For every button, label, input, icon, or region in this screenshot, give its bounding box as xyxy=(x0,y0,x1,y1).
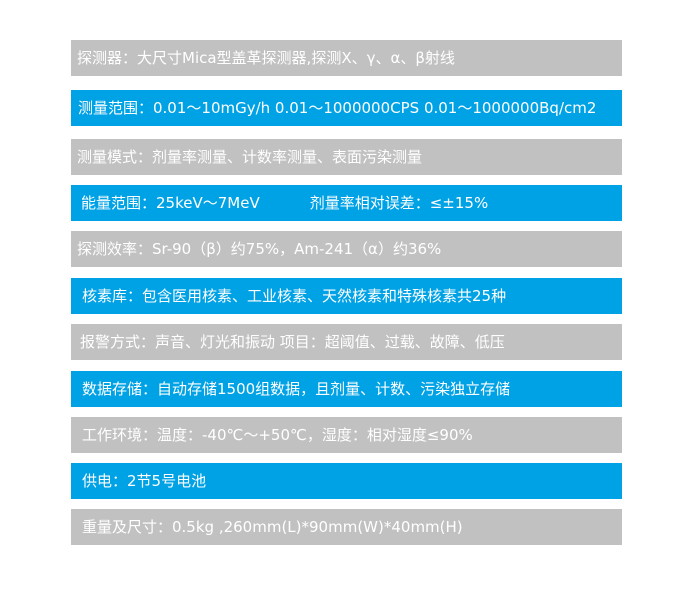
spec-text: 数据存储：自动存储1500组数据，且剂量、计数、污染独立存储 xyxy=(82,380,511,398)
spec-text: 工作环境：温度：-40℃～+50℃，湿度：相对湿度≤90% xyxy=(82,426,473,444)
spec-nuclide-library: 核素库：包含医用核素、工业核素、天然核素和特殊核素共25种 xyxy=(71,278,622,314)
spec-measurement-mode: 测量模式：剂量率测量、计数率测量、表面污染测量 xyxy=(71,139,622,175)
spec-power: 供电：2节5号电池 xyxy=(71,463,622,499)
spec-environment: 工作环境：温度：-40℃～+50℃，湿度：相对湿度≤90% xyxy=(71,417,622,453)
spec-detection-efficiency: 探测效率：Sr-90（β）约75%，Am-241（α）约36% xyxy=(71,231,622,267)
spec-text: 探测效率：Sr-90（β）约75%，Am-241（α）约36% xyxy=(77,240,442,258)
spec-text: 探测器：大尺寸Mica型盖革探测器,探测X、γ、α、β射线 xyxy=(77,49,455,67)
spec-text: 重量及尺寸：0.5kg ,260mm(L)*90mm(W)*40mm(H) xyxy=(82,518,463,536)
spec-text-error: 剂量率相对误差：≤±15% xyxy=(309,194,489,212)
spec-weight-size: 重量及尺寸：0.5kg ,260mm(L)*90mm(W)*40mm(H) xyxy=(71,509,622,545)
spec-detector: 探测器：大尺寸Mica型盖革探测器,探测X、γ、α、β射线 xyxy=(71,40,622,76)
spec-energy-range: 能量范围：25keV～7MeV 剂量率相对误差：≤±15% xyxy=(71,185,622,221)
spec-text: 核素库：包含医用核素、工业核素、天然核素和特殊核素共25种 xyxy=(82,287,507,305)
spec-text: 能量范围：25keV～7MeV xyxy=(81,194,260,212)
spec-measurement-range: 测量范围：0.01～10mGy/h 0.01～1000000CPS 0.01～1… xyxy=(71,90,622,126)
spec-text: 测量范围：0.01～10mGy/h 0.01～1000000CPS 0.01～1… xyxy=(78,99,597,117)
spec-text: 报警方式：声音、灯光和振动 项目：超阈值、过载、故障、低压 xyxy=(80,333,505,351)
spec-text: 测量模式：剂量率测量、计数率测量、表面污染测量 xyxy=(77,148,423,166)
spec-data-storage: 数据存储：自动存储1500组数据，且剂量、计数、污染独立存储 xyxy=(71,371,622,407)
spec-text: 供电：2节5号电池 xyxy=(82,472,207,490)
spec-alarm: 报警方式：声音、灯光和振动 项目：超阈值、过载、故障、低压 xyxy=(71,324,622,360)
